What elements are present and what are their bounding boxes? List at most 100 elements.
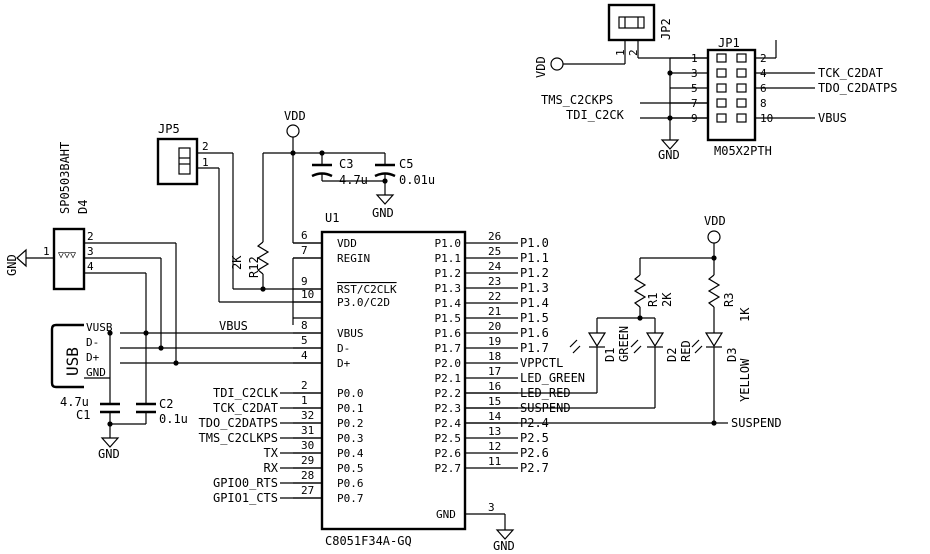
u1-body bbox=[320, 230, 467, 531]
r3-ref: R3 bbox=[722, 293, 736, 307]
jp1-pad bbox=[716, 53, 727, 63]
d1-ref: D1 bbox=[603, 348, 617, 362]
gnd-label-jp1: GND bbox=[658, 148, 680, 162]
u1-left-pin-name: P0.6 bbox=[337, 477, 364, 490]
u1-right-pin-number: 15 bbox=[488, 395, 501, 408]
u1-right-pin-name: P1.5 bbox=[435, 312, 462, 325]
r12-resistor: R12 2K bbox=[230, 153, 270, 292]
jp1-net-tms: TMS_C2CKPS bbox=[541, 93, 613, 107]
u1-right-net-label: P1.2 bbox=[520, 266, 549, 280]
u1-right-pin-name: P1.3 bbox=[435, 282, 462, 295]
jp1-right-pin-number: 8 bbox=[760, 97, 767, 110]
d4-pin-2: 2 bbox=[87, 230, 94, 243]
jp1-ref: JP1 bbox=[718, 36, 740, 50]
u1-gnd-name: GND bbox=[436, 508, 456, 521]
led-section: VDD R1 2K R3 D1 GREEN D2 RED bbox=[465, 214, 782, 430]
u1-left-pin-name: P0.4 bbox=[337, 447, 364, 460]
jp1-net-tck: TCK_C2DAT bbox=[818, 66, 883, 80]
u1-right-net-label: P1.4 bbox=[520, 296, 549, 310]
u1-right-pin-number: 12 bbox=[488, 440, 501, 453]
jp5-pin-2: 2 bbox=[202, 140, 209, 153]
u1-left-pin-number: 8 bbox=[301, 319, 308, 332]
c5-value: 0.01u bbox=[399, 173, 435, 187]
usb-pin-vusb: VUSB bbox=[86, 321, 113, 334]
u1-ref: U1 bbox=[325, 211, 339, 225]
jp1-left-pin-number: 1 bbox=[691, 52, 698, 65]
suspend-net-label: SUSPEND bbox=[731, 416, 782, 430]
jp5-jumper: JP5 2 1 bbox=[156, 122, 234, 302]
u1-left-pin-number: 31 bbox=[301, 424, 314, 437]
u1-p0-net-label: TMS_C2CLKPS bbox=[199, 431, 278, 445]
gnd-symbol-u1 bbox=[495, 529, 515, 540]
u1-left-pin-number: 6 bbox=[301, 229, 308, 242]
jp1-pad bbox=[736, 68, 747, 78]
u1-p0-net-label: RX bbox=[264, 461, 279, 475]
c3-value: 4.7u bbox=[339, 173, 368, 187]
u1-p0-net-label: GPIO1_CTS bbox=[213, 491, 278, 505]
vdd-symbol-leds bbox=[707, 230, 721, 244]
jp1-pad bbox=[736, 53, 747, 63]
u1-right-pin-number: 11 bbox=[488, 455, 501, 468]
c3-ref: C3 bbox=[339, 157, 353, 171]
u1-gnd-pin: GND 3 GND bbox=[436, 501, 515, 553]
c5-ref: C5 bbox=[399, 157, 413, 171]
u1-right-pin-name: P2.7 bbox=[435, 462, 462, 475]
u1-left-pin-name: P0.1 bbox=[337, 402, 364, 415]
jp1-pad bbox=[716, 113, 727, 123]
u1-part: C8051F34A-GQ bbox=[325, 534, 412, 548]
d4-pin-3: 3 bbox=[87, 245, 94, 258]
u1-right-pin-name: P2.3 bbox=[435, 402, 462, 415]
jp1-header: JP1 M05X2PTH bbox=[706, 36, 772, 158]
u1-left-pin-number: 1 bbox=[301, 394, 308, 407]
jp1-pad bbox=[736, 83, 747, 93]
c1-value: 4.7u bbox=[60, 395, 89, 409]
u1-right-pin-name: P1.4 bbox=[435, 297, 462, 310]
u1-left-pin-number: 27 bbox=[301, 484, 314, 497]
u1-right-pin-name: P2.1 bbox=[435, 372, 462, 385]
u1-left-pin-name: VBUS bbox=[337, 327, 364, 340]
c2-value: 0.1u bbox=[159, 412, 188, 426]
d2-ref: D2 bbox=[665, 348, 679, 362]
jp1-left-pin-number: 5 bbox=[691, 82, 698, 95]
r1-ref: R1 bbox=[646, 293, 660, 307]
u1-right-net-label: P2.7 bbox=[520, 461, 549, 475]
gnd-label-c1: GND bbox=[98, 447, 120, 461]
vdd-label-jp2: VDD bbox=[534, 56, 548, 78]
u1-right-pin-name: P2.6 bbox=[435, 447, 462, 460]
d4-part: SP0503BAHT bbox=[58, 142, 72, 214]
d4-pin-1: 1 bbox=[43, 245, 50, 258]
c2-ref: C2 bbox=[159, 397, 173, 411]
d4-ref: D4 bbox=[76, 200, 90, 214]
u1-left-pin-name: P0.2 bbox=[337, 417, 364, 430]
u1-p0-net-label: GPIO0_RTS bbox=[213, 476, 278, 490]
u1-p0-net-label: TX bbox=[264, 446, 279, 460]
c1-c2-caps: GND 4.7u C1 C2 0.1u bbox=[60, 330, 188, 461]
r12-ref: R12 bbox=[247, 256, 261, 278]
u1-right-pin-number: 13 bbox=[488, 425, 501, 438]
u1-right-pin-name: P1.7 bbox=[435, 342, 462, 355]
u1-right-pin-name: P2.0 bbox=[435, 357, 462, 370]
u1-chip: U1 C8051F34A-GQ bbox=[320, 211, 467, 548]
d3-color: YELLOW bbox=[738, 358, 752, 402]
u1-right-net-label: VPPCTL bbox=[520, 356, 563, 370]
u1-right-pin-number: 21 bbox=[488, 305, 501, 318]
d4-esd-protection: SP0503BAHT D4 ▽▽▽ 1 2 3 4 GND bbox=[5, 142, 179, 366]
jp5-pin-1: 1 bbox=[202, 156, 209, 169]
u1-right-pin-number: 26 bbox=[488, 230, 501, 243]
jp1-pad bbox=[736, 98, 747, 108]
gnd-label-d4: GND bbox=[5, 254, 19, 276]
u1-left-pin-number: 2 bbox=[301, 379, 308, 392]
u1-left-pin-number: 4 bbox=[301, 349, 308, 362]
gnd-label-c5: GND bbox=[372, 206, 394, 220]
u1-right-pin-name: P1.1 bbox=[435, 252, 462, 265]
jp2-ref: JP2 bbox=[659, 18, 673, 40]
jp2-jumper: JP2 1 2 VDD bbox=[534, 3, 708, 78]
vbus-net-label: VBUS bbox=[219, 319, 248, 333]
u1-left-pin-number: 10 bbox=[301, 288, 314, 301]
u1-left-pin-number: 32 bbox=[301, 409, 314, 422]
u1-right-net-label: P1.5 bbox=[520, 311, 549, 325]
vdd-label-leds: VDD bbox=[704, 214, 726, 228]
usb-connector: USB VUSB D- D+ GND bbox=[50, 321, 113, 389]
